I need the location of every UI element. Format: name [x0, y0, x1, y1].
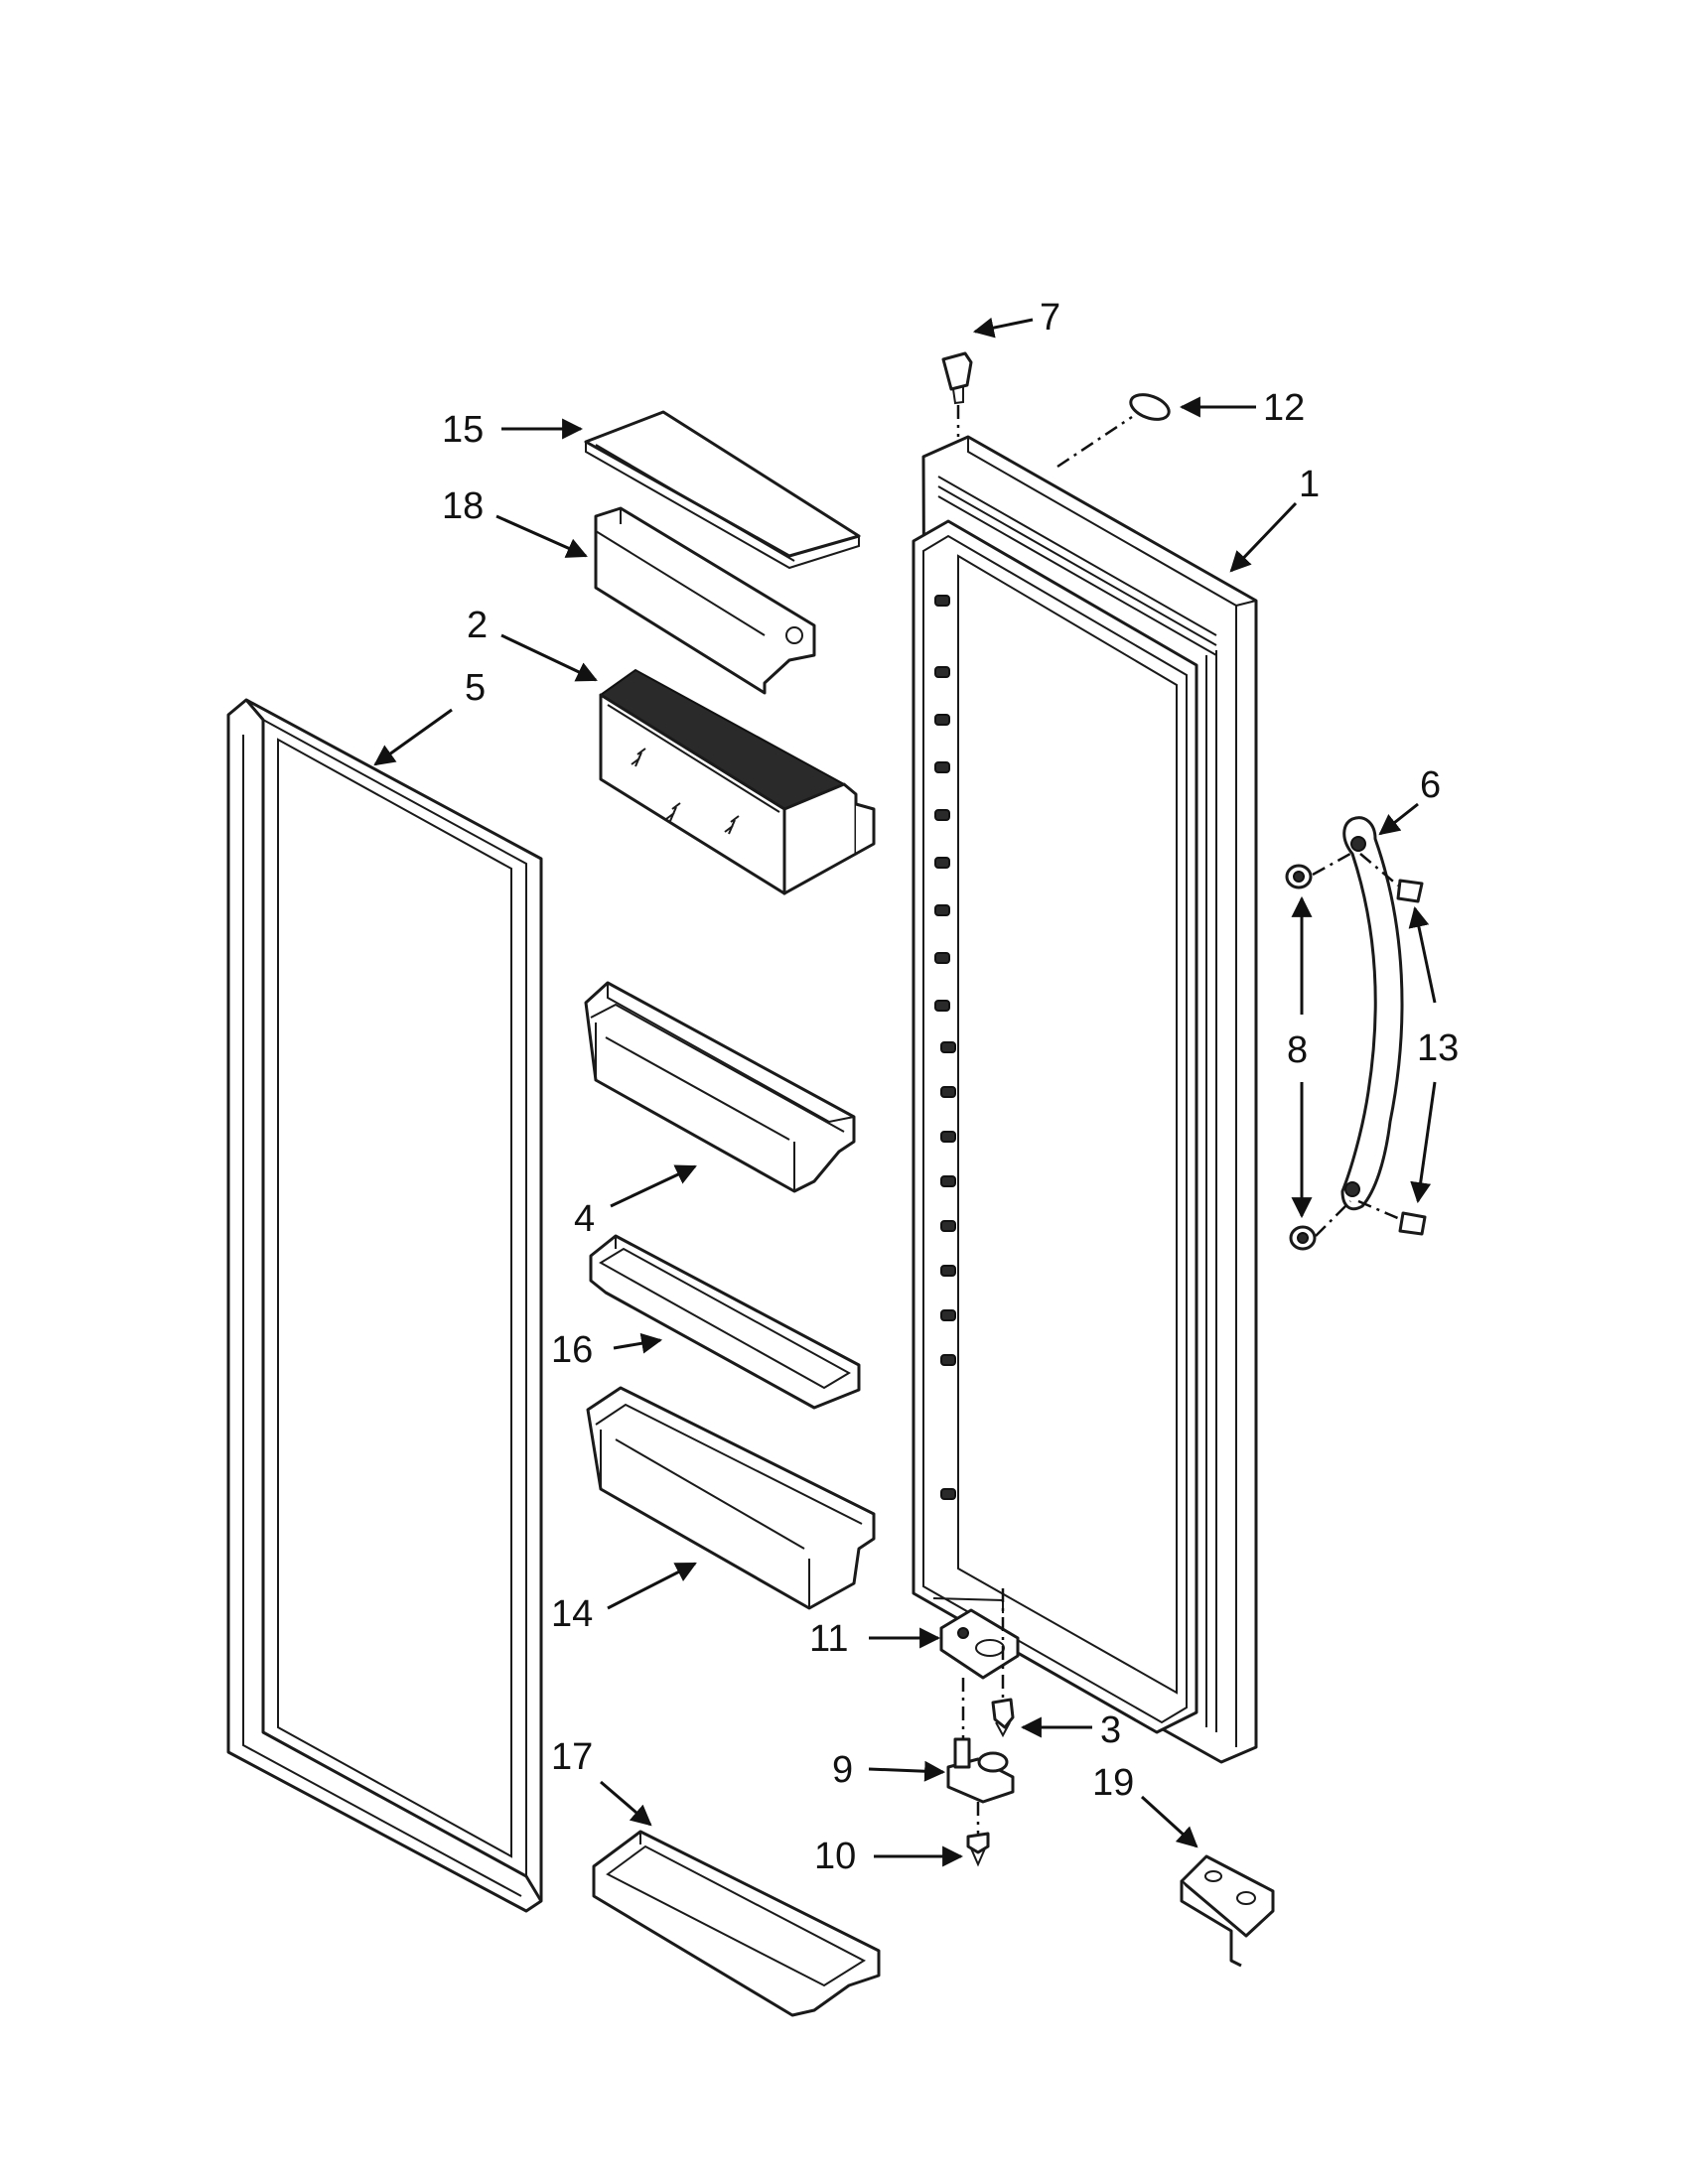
callout-12: 12: [1263, 387, 1305, 429]
hinge-bracket: [939, 1608, 1020, 1680]
callout-4: 4: [574, 1198, 595, 1240]
callout-7: 7: [1040, 297, 1060, 339]
callout-13: 13: [1417, 1027, 1459, 1069]
callout-8: 8: [1287, 1029, 1308, 1071]
hinge-cap: [1129, 393, 1171, 421]
callout-labels: 1 2 3 4 5 6 7 8 9 10 11 12 13 14 15 16 1…: [442, 297, 1459, 1877]
door-bin-tall: [584, 981, 856, 1193]
callout-15: 15: [442, 409, 484, 451]
bottom-hinge: [946, 1737, 1015, 1804]
door-assembly: [912, 435, 1258, 1764]
callout-2: 2: [467, 605, 488, 646]
bin-cover: [584, 410, 861, 570]
hinge-cover: [1180, 1854, 1275, 1968]
callout-6: 6: [1420, 764, 1441, 806]
screw: [991, 1698, 1015, 1738]
callout-18: 18: [442, 485, 484, 527]
callout-9: 9: [832, 1749, 853, 1791]
bin-front: [594, 506, 816, 695]
shelf-retainers: [934, 595, 956, 1500]
callout-1: 1: [1299, 464, 1320, 505]
hinge-pin: [941, 351, 973, 405]
handle-mount-lower: [1289, 1211, 1427, 1251]
callout-11: 11: [809, 1618, 848, 1660]
callout-17: 17: [551, 1736, 593, 1778]
door-gasket: [226, 698, 543, 1913]
bottom-tray: [592, 1830, 881, 2017]
callout-10: 10: [814, 1836, 856, 1877]
assembly-lines: [956, 405, 1401, 1834]
callout-19: 19: [1092, 1762, 1134, 1804]
door-bin-shallow: [589, 1234, 861, 1410]
hinge-screw: [966, 1832, 990, 1867]
callout-5: 5: [465, 667, 486, 709]
door-bin-deep: [586, 1386, 876, 1610]
callout-16: 16: [551, 1329, 593, 1371]
dairy-bin: [599, 668, 876, 895]
leader-lines: [373, 317, 1437, 1867]
callout-14: 14: [551, 1593, 593, 1635]
handle-mount-upper: [1285, 864, 1424, 903]
callout-3: 3: [1100, 1709, 1121, 1751]
door-handle: [1340, 816, 1404, 1211]
